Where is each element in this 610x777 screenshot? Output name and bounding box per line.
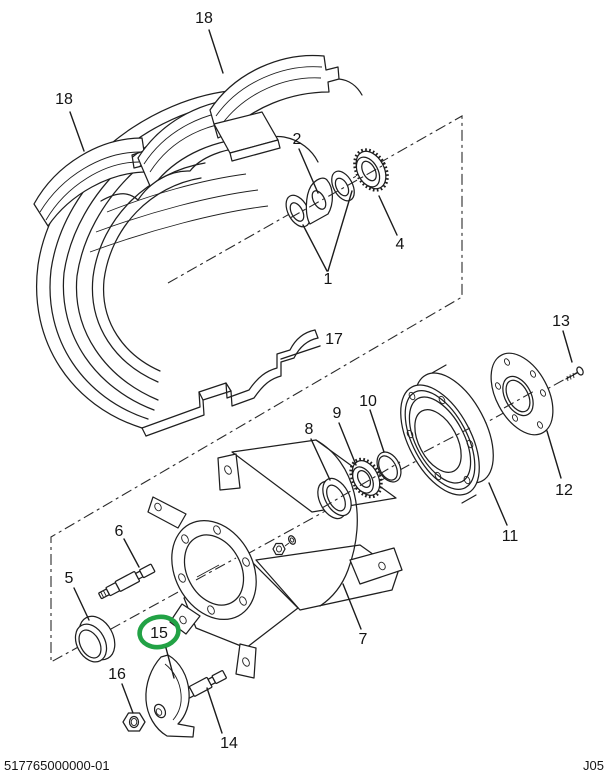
callout-4: 4 <box>396 236 405 253</box>
tread-mount-plate <box>213 111 281 162</box>
bearing-cone-4 <box>353 148 389 192</box>
lock-washer-inner <box>331 170 355 202</box>
callout-10: 10 <box>359 393 377 410</box>
callout-16: 16 <box>108 666 126 683</box>
callout-14: 14 <box>220 735 238 752</box>
leader-lines <box>69 29 573 734</box>
centerline-frame <box>50 115 579 663</box>
cap-screw <box>565 366 584 382</box>
spider-hub <box>147 439 403 679</box>
callout-18-top: 18 <box>195 10 213 27</box>
axis-through-bores <box>195 165 537 581</box>
tab-washer <box>305 177 333 225</box>
snap-ring-10 <box>376 451 402 483</box>
tire-tread-segment-left <box>33 137 148 227</box>
wheel-stud-6 <box>98 563 156 600</box>
bearing-race-8 <box>317 477 352 520</box>
bearing-cone-9 <box>349 457 383 499</box>
highlight-ellipse <box>137 614 181 650</box>
callout-labels: 18 18 17 2 1 4 13 12 11 10 9 8 7 6 5 15 … <box>55 10 573 752</box>
spider-nut-and-washer <box>272 535 297 556</box>
callout-18-left: 18 <box>55 91 73 108</box>
callout-8: 8 <box>305 421 314 438</box>
callout-6: 6 <box>115 523 124 540</box>
callout-11: 11 <box>502 528 519 545</box>
callout-12: 12 <box>555 482 573 499</box>
callout-1: 1 <box>324 271 333 288</box>
flange-plate <box>490 352 554 436</box>
callout-5: 5 <box>65 570 74 587</box>
oil-seal <box>74 615 116 663</box>
hub-drum <box>400 364 494 504</box>
clamp-nut <box>122 712 146 732</box>
callout-17: 17 <box>325 331 343 348</box>
footer-doc-code: 517765000000-01 <box>4 758 110 773</box>
callout-2: 2 <box>293 131 302 148</box>
rim-clamp <box>145 654 195 738</box>
wheel-rim <box>36 89 319 437</box>
callout-7: 7 <box>359 631 368 648</box>
callout-13: 13 <box>552 313 570 330</box>
footer-page-code: J05 <box>583 758 604 773</box>
callout-15: 15 <box>150 625 168 642</box>
footer: 517765000000-01 J05 <box>4 758 604 773</box>
callout-9: 9 <box>333 405 342 422</box>
